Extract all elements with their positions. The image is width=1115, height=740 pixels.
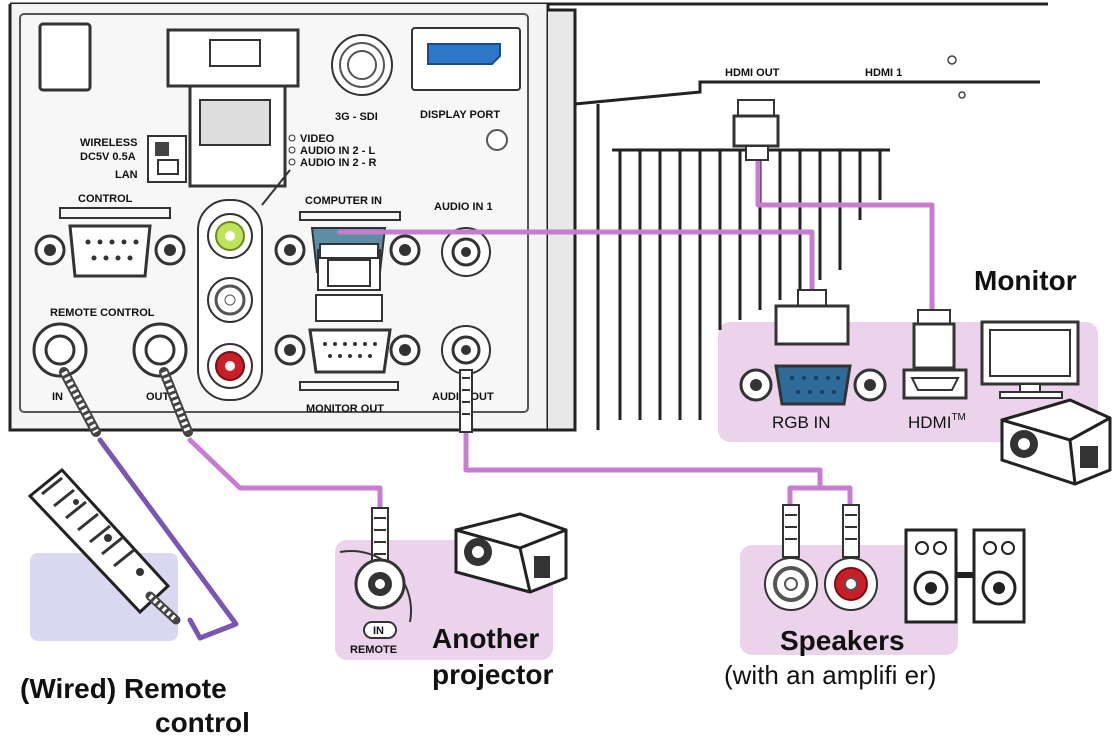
remote-title-line1: (Wired) Remote (20, 673, 227, 704)
projector-panel (8, 2, 1048, 432)
cable-remote-out (187, 437, 383, 511)
plug-remote-out (159, 367, 193, 437)
speakers-title: Speakers (780, 625, 905, 656)
projector-remote-in-label: IN (373, 625, 384, 637)
cable-remote-in (97, 437, 239, 641)
computer-in-port (274, 211, 421, 291)
another-projector-title-line2: projector (432, 659, 553, 690)
another-projector-icon (454, 512, 568, 594)
label-display-port: DISPLAY PORT (420, 109, 500, 121)
plug-audio-out (459, 369, 473, 433)
label-in: IN (52, 391, 63, 403)
label-computer-in: COMPUTER IN (305, 195, 382, 207)
label-hdmi1: HDMI 1 (865, 67, 902, 79)
speakers-icon (904, 528, 1026, 624)
remote-in-jack (32, 322, 88, 378)
speaker-plug-white (782, 504, 800, 558)
another-projector-title-line1: Another (432, 623, 539, 654)
speaker-jack-red (824, 557, 878, 611)
control-port (34, 207, 186, 278)
label-wireless: WIRELESS (80, 137, 137, 149)
label-sdi: 3G - SDI (335, 111, 378, 123)
hdmi-label: HDMITM (908, 412, 966, 432)
label-hdmi-out: HDMI OUT (725, 67, 780, 79)
label-lan: LAN (115, 169, 138, 181)
cable-hdmi (755, 157, 935, 313)
label-monitor-out: MONITOR OUT (306, 403, 384, 415)
speaker-jack-white (764, 557, 818, 611)
monitor-icon (980, 320, 1080, 399)
label-audio-in2-l: AUDIO IN 2 - L (300, 145, 375, 157)
display-port (411, 27, 521, 151)
hdmi-label-text: HDMI (908, 413, 951, 432)
cables (97, 157, 935, 641)
label-out: OUT (146, 391, 170, 403)
cable-audio (463, 427, 853, 508)
monitor-out-port (274, 294, 421, 391)
plug-vga-in (319, 243, 379, 259)
cable-rgb (337, 229, 815, 293)
hdmi-tm-text: TM (951, 412, 965, 423)
wireless-lan-port (147, 135, 187, 183)
remote-title-line2: control (155, 707, 250, 738)
plug-hdmi-out (732, 99, 780, 161)
label-dcsv: DC5V 0.5A (80, 151, 136, 163)
power-switch (38, 22, 92, 92)
rca-column (197, 134, 296, 401)
remote-out-jack (132, 322, 188, 378)
rgb-in-port (739, 364, 887, 406)
label-audio-in1: AUDIO IN 1 (434, 201, 493, 213)
monitor-title: Monitor (974, 265, 1077, 296)
audio-out-jack (441, 325, 491, 375)
speaker-plug-red (842, 504, 860, 558)
label-remote-control: REMOTE CONTROL (50, 307, 155, 319)
audio-in1-jack (441, 227, 491, 277)
lan-port-block (166, 28, 300, 188)
label-video: VIDEO (300, 133, 335, 145)
vga-plug-monitor (774, 289, 850, 346)
label-control: CONTROL (78, 193, 133, 205)
wired-remote-icon (27, 467, 181, 625)
speakers-subtitle: (with an amplifi er) (724, 660, 936, 690)
label-audio-in2-r: AUDIO IN 2 - R (300, 157, 376, 169)
rgb-in-label: RGB IN (772, 413, 831, 432)
plug-remote-in (59, 367, 101, 437)
hdmi-plug-monitor (902, 309, 968, 400)
projector-remote-label: REMOTE (350, 644, 397, 656)
monitor-projector-icon (1000, 398, 1112, 486)
sdi-port (331, 34, 393, 96)
projector-remote-jack (339, 549, 413, 639)
